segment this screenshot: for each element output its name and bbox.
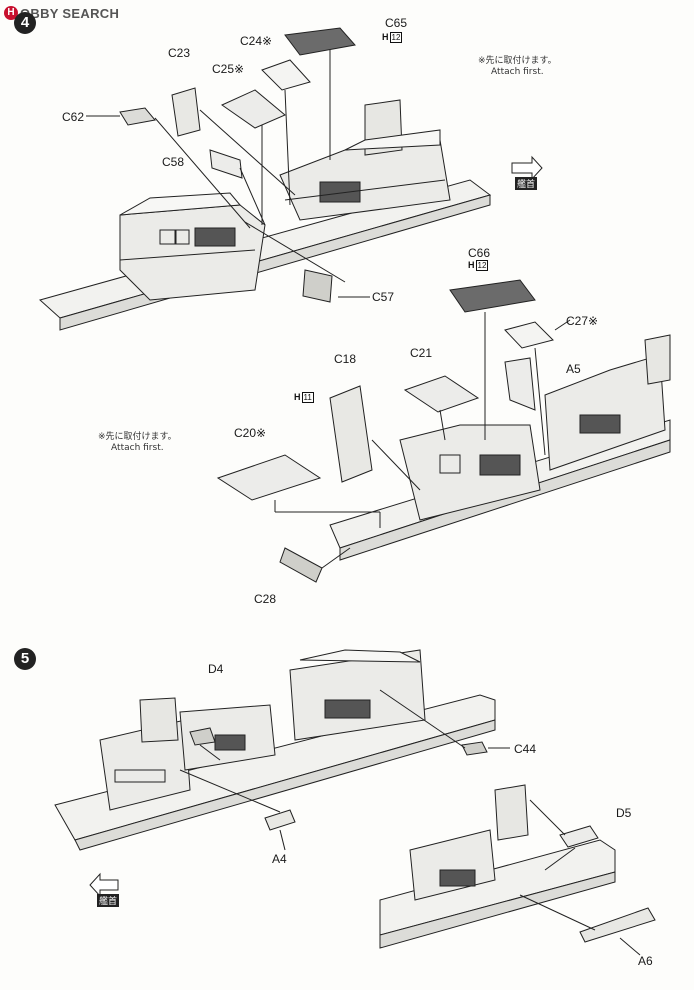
note-jp: ※先に取付けます。	[98, 432, 177, 442]
step-5-marker: 5	[14, 648, 36, 670]
label-c66: C66	[468, 246, 491, 260]
label-c27: C27※	[566, 314, 599, 328]
label-c21: C21	[410, 346, 433, 360]
bow-label-top: 艦首	[515, 177, 538, 190]
hull-upper	[38, 99, 492, 331]
label-d5: D5	[616, 806, 632, 820]
part-c58	[209, 149, 243, 179]
part-a5	[504, 357, 536, 411]
label-a4: A4	[272, 852, 287, 866]
part-c66	[449, 279, 536, 313]
paint-ref-number: 11	[301, 392, 314, 403]
part-a6	[579, 907, 656, 943]
paint-ref-prefix: H	[382, 32, 389, 42]
label-c58: C58	[162, 155, 185, 169]
label-c25: C25※	[212, 62, 245, 76]
hobby-search-logo: H OBBY SEARCH	[4, 4, 119, 22]
label-c65: C65	[385, 16, 408, 30]
hull-middle	[329, 334, 671, 561]
part-a4	[264, 809, 296, 831]
paint-ref-prefix: H	[294, 392, 301, 402]
hull-step5-bow	[379, 784, 616, 949]
bow-arrow-top	[511, 155, 543, 181]
note-jp: ※先に取付けます。	[478, 56, 557, 66]
attach-first-note-mid: ※先に取付けます。 Attach first.	[98, 432, 177, 454]
paint-ref-prefix: H	[468, 260, 475, 270]
note-en: Attach first.	[491, 67, 544, 77]
label-a6: A6	[638, 954, 653, 968]
label-a5: A5	[566, 362, 581, 376]
part-c27	[504, 321, 554, 349]
part-c21	[403, 375, 480, 413]
label-c57: C57	[372, 290, 395, 304]
label-c24: C24※	[240, 34, 273, 48]
bow-arrow-bottom	[89, 872, 119, 898]
label-c28: C28	[254, 592, 277, 606]
step-4-marker: 4	[14, 12, 36, 34]
part-c65	[284, 27, 356, 56]
label-c44: C44	[514, 742, 537, 756]
part-c62	[119, 107, 156, 126]
bow-label-bottom: 艦首	[97, 894, 120, 907]
hull-step5-main	[54, 649, 496, 851]
part-d4	[189, 727, 216, 746]
part-c18	[329, 385, 373, 483]
part-d5	[559, 825, 599, 848]
part-c28	[279, 547, 323, 583]
paint-ref-number: 12	[475, 260, 489, 271]
logo-text: OBBY SEARCH	[20, 5, 120, 21]
label-c20: C20※	[234, 426, 267, 440]
paint-ref-number: 12	[389, 32, 403, 43]
part-c25	[220, 89, 286, 129]
label-c62: C62	[62, 110, 85, 124]
part-c57	[302, 269, 333, 303]
label-d4: D4	[208, 662, 224, 676]
label-c18: C18	[334, 352, 357, 366]
part-c44	[461, 741, 488, 756]
label-c23: C23	[168, 46, 191, 60]
attach-first-note-top: ※先に取付けます。 Attach first.	[478, 56, 557, 78]
part-c20	[216, 454, 322, 501]
part-c24	[261, 59, 311, 91]
note-en: Attach first.	[111, 443, 164, 453]
part-c23	[171, 87, 201, 137]
